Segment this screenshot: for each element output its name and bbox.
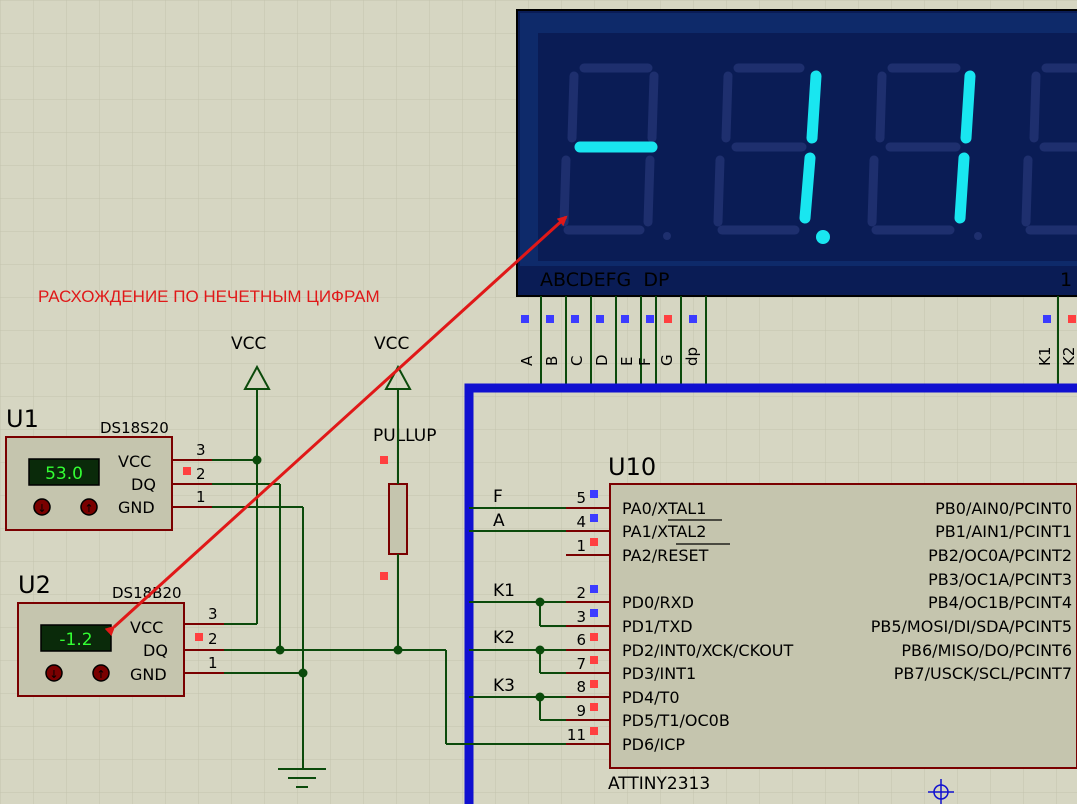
u2-buttons[interactable]: ↓ ↑ [45,664,110,682]
u10-pin-name: PD2/INT0/XCK/CKOUT [622,641,794,660]
u10-pin-num: 4 [576,513,586,531]
u10-pin-name: PD0/RXD [622,593,694,612]
u10-pin-name: PD5/T1/OC0B [622,711,730,730]
u2-increase-icon[interactable]: ↑ [96,668,105,681]
u10-pin-name: PA2/RESET [622,546,709,565]
u2-pin-num: 1 [208,654,218,672]
u2-pin-name: GND [130,665,167,684]
u10-pin-name: PB2/OC0A/PCINT2 [928,546,1072,565]
u2-pin-num: 3 [208,605,218,623]
u10-pin-name: PD1/TXD [622,617,693,636]
u10-part: ATTINY2313 [608,774,710,794]
mcu-u10[interactable]: U10 ATTINY2313 [608,453,1077,794]
u10-pin-name: PB0/AIN0/PCINT0 [935,499,1072,518]
u10-pin-num: 7 [576,655,586,673]
u2-part: DS18B20 [112,584,182,602]
u10-pin-name: PA1/XTAL2 [622,522,706,541]
digit-3 [867,63,982,240]
pin-label-c: C [568,356,586,366]
u10-right-pin-names: PB0/AIN0/PCINT0 PB1/AIN1/PCINT1 PB2/OC0A… [871,499,1072,683]
u10-pin-num: 9 [576,702,586,720]
net-label-a: A [493,511,505,531]
u10-pin-name: PD4/T0 [622,688,680,707]
u1-buttons[interactable]: ↓ ↑ [33,498,98,516]
u10-left-pin-stubs [566,507,610,745]
digit-2-segments-on [799,70,822,224]
net-label-k3: K3 [493,676,515,696]
net-label-k1: K1 [493,581,515,601]
vcc-label-2: VCC [374,334,409,354]
pin-label-a: A [518,355,536,366]
u10-pin-num: 6 [576,631,586,649]
display-pin-labels: A B C D E F G dp K1 K2 [518,347,1077,366]
digit-2 [713,63,807,235]
pin-label-k2: K2 [1060,347,1077,366]
net-label-f: F [493,487,503,507]
u10-pin-name: PB1/AIN1/PCINT1 [935,522,1072,541]
pin-label-k1: K1 [1036,347,1054,366]
pin-label-e: E [618,357,636,366]
u10-pin-num: 3 [576,608,586,626]
pin-label-dp: dp [683,347,701,366]
net-label-k2: K2 [493,628,515,648]
u10-pin-num: 2 [576,584,586,602]
u2-ref: U2 [18,571,51,599]
u10-pin-num: 1 [576,537,586,555]
u1-pin-num: 2 [196,465,206,483]
u10-pin-name: PD6/ICP [622,735,685,754]
annotation-text: РАСХОЖДЕНИЕ ПО НЕЧЕТНЫМ ЦИФРАМ [38,287,380,306]
pin-label-g: G [658,354,676,366]
u2-temperature-value: -1.2 [59,630,92,650]
u1-pin-name: DQ [131,475,156,494]
u1-ref: U1 [6,405,39,433]
digit-1 [559,63,671,240]
u10-pin-name: PA0/XTAL1 [622,499,706,518]
u1-pin-num: 3 [196,441,206,459]
seven-segment-display[interactable]: ABCDEFG DP 1 [516,9,1077,297]
u10-pin-name: PB3/OC1A/PCINT3 [928,570,1072,589]
u10-left-pin-names: PA0/XTAL1 PA1/XTAL2 PA2/RESET PD0/RXD PD… [622,499,794,754]
digit-3-segments-on [954,70,976,224]
u2-pin-num: 2 [208,630,218,648]
u10-ref: U10 [608,453,656,481]
u2-pin-name: VCC [130,618,163,637]
display-pins [521,296,1076,392]
u10-pin-num: 5 [576,489,586,507]
u1-temperature-value: 53.0 [45,464,83,484]
u2-pin-name: DQ [143,641,168,660]
u10-pin-markers [590,490,598,735]
vcc-label-1: VCC [231,334,266,354]
digit-4 [1021,63,1077,235]
u1-part: DS18S20 [100,419,169,437]
u1-pin-name: GND [118,498,155,517]
u10-pin-name: PB4/OC1B/PCINT4 [928,593,1072,612]
annotation-arrow [104,215,568,637]
u10-pin-name: PB6/MISO/DO/PCINT6 [901,641,1072,660]
u1-decrease-icon[interactable]: ↓ [37,502,46,515]
segment-labels: ABCDEFG DP [540,269,669,291]
pin-label-b: B [543,356,561,366]
u10-pin-name: PD3/INT1 [622,664,696,683]
pin-label-f: F [636,357,654,366]
u10-pin-name: PB7/USCK/SCL/PCINT7 [894,664,1072,683]
u1-pin-name: VCC [118,452,151,471]
display-right-label: 1 [1060,269,1072,291]
pin-label-d: D [593,354,611,366]
crosshair-cursor-icon [928,779,954,804]
u10-left-pin-numbers: 5 4 1 2 3 6 7 8 9 11 [567,489,586,744]
u1-increase-icon[interactable]: ↑ [84,502,93,515]
u2-decrease-icon[interactable]: ↓ [49,668,58,681]
u10-pin-name: PB5/MOSI/DI/SDA/PCINT5 [871,617,1072,636]
u10-pin-num: 8 [576,678,586,696]
digit-2-decimal-point [816,230,830,244]
u1-pin-num: 1 [196,488,206,506]
u10-pin-num: 11 [567,726,586,744]
pullup-label: PULLUP [373,426,436,446]
